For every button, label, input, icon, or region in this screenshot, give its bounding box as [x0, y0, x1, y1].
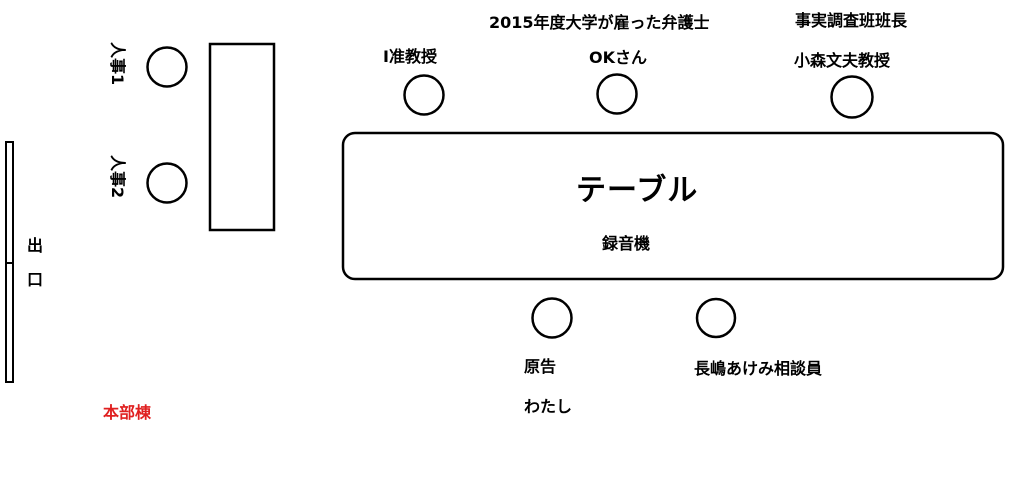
table-label: テーブル — [576, 173, 699, 208]
seat-professor-komori — [830, 75, 874, 119]
seat-plaintiff — [531, 297, 573, 339]
counselor-label: 長嶋あけみ相談員 — [694, 359, 823, 378]
lawyer-header-label: 2015年度大学が雇った弁護士 — [489, 13, 710, 32]
hr2-label: 人事2 — [108, 155, 127, 199]
seat-hr2 — [146, 162, 188, 204]
me-label: わたし — [524, 397, 573, 416]
main-table — [341, 131, 1005, 281]
ok-label: OKさん — [589, 48, 648, 67]
building-label: 本部棟 — [103, 403, 152, 422]
exit-label-char-1: 出 — [27, 236, 44, 255]
committee-header-label: 事実調査班班長 — [795, 11, 908, 30]
hr1-label: 人事1 — [108, 42, 127, 86]
professor-komori-label: 小森文夫教授 — [794, 51, 891, 70]
seat-professor-i — [403, 74, 445, 116]
side-table — [208, 42, 276, 232]
recorder-label: 録音機 — [602, 234, 651, 253]
seat-hr1 — [146, 46, 188, 88]
plaintiff-label: 原告 — [524, 357, 557, 376]
professor-i-label: I准教授 — [383, 47, 437, 66]
seat-counselor — [695, 297, 737, 339]
exit-label-char-2: 口 — [27, 270, 44, 289]
seat-ok — [596, 73, 638, 115]
exit-label: 出 口 — [27, 236, 43, 290]
